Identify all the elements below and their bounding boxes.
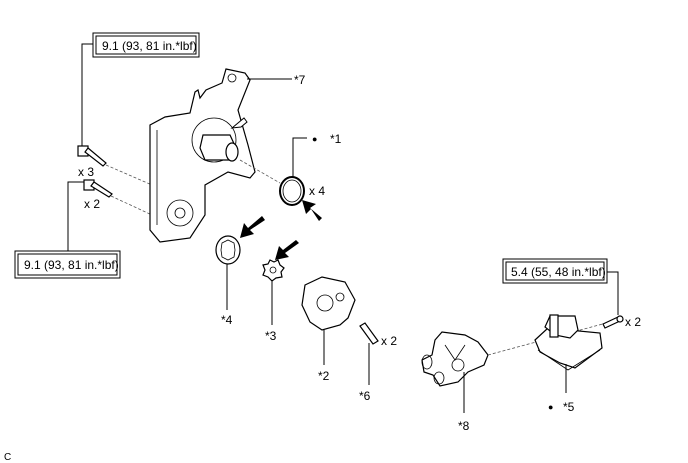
- arrow-icon: [275, 240, 299, 260]
- torque-value: 9.1 (93, 81 in.*lbf): [24, 258, 119, 272]
- torque-value: 5.4 (55, 48 in.*lbf): [511, 265, 606, 279]
- leader-line: [607, 271, 619, 315]
- callout-part-2: *2: [318, 369, 330, 383]
- callout-part-7: *7: [294, 73, 306, 87]
- gear-part-3: [262, 259, 285, 282]
- arrow-icon: [240, 216, 265, 238]
- rotor-part-4: [215, 235, 241, 265]
- leader-line: [81, 43, 93, 148]
- torque-spec-box-lower-left: 9.1 (93, 81 in.*lbf): [14, 250, 121, 279]
- pin-part-6: [359, 322, 379, 345]
- torque-value: 9.1 (93, 81 in.*lbf): [102, 39, 197, 53]
- pump-part-2: [301, 276, 356, 331]
- o-ring-part-1: [279, 176, 305, 206]
- strainer-part-5: [534, 314, 603, 371]
- callout-part-1: *1: [330, 132, 342, 146]
- callout-part-5: *5: [563, 400, 575, 414]
- bolt-quantity-upper: x 3: [78, 165, 94, 179]
- housing-part-7: [149, 68, 256, 243]
- torque-spec-box-upper-left: 9.1 (93, 81 in.*lbf): [92, 32, 200, 58]
- leader-line: [292, 137, 307, 177]
- leader-line: [67, 181, 86, 251]
- non-reusable-marker: ●: [312, 134, 317, 144]
- callout-part-8: *8: [458, 419, 470, 433]
- bolt-quantity-lower: x 2: [84, 197, 100, 211]
- callout-part-6: *6: [359, 389, 371, 403]
- callout-part-3: *3: [265, 329, 277, 343]
- figure-code: C: [4, 452, 11, 463]
- non-reusable-marker: ●: [548, 402, 553, 412]
- o-ring-quantity: x 4: [309, 184, 325, 198]
- arrow-icon: [302, 200, 322, 221]
- bolt-lower: [83, 179, 113, 198]
- callout-part-4: *4: [221, 313, 233, 327]
- valve-body-part-8: [421, 331, 489, 387]
- pin-quantity: x 2: [381, 334, 397, 348]
- torque-spec-box-right: 5.4 (55, 48 in.*lbf): [502, 258, 608, 284]
- screw-quantity: x 2: [625, 315, 641, 329]
- bolt-upper: [77, 145, 107, 167]
